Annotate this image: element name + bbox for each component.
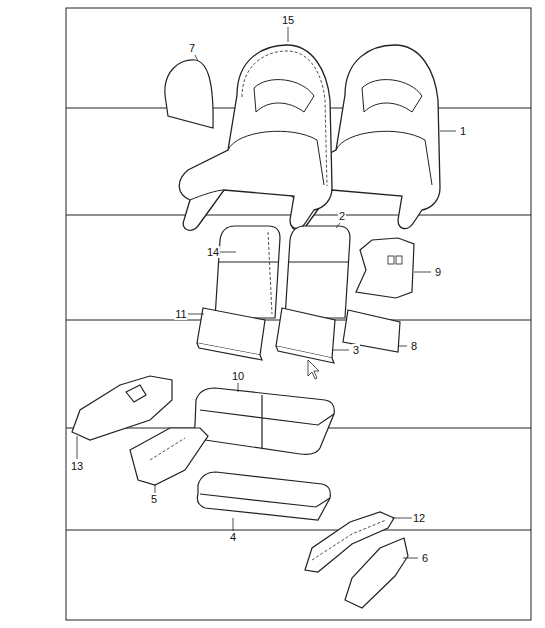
callout-number: 4 xyxy=(229,531,237,543)
leader-lines xyxy=(77,27,456,558)
cursor-arrow xyxy=(308,360,319,379)
headrest-pad xyxy=(165,60,213,128)
callout-number: 3 xyxy=(352,344,360,356)
callout-number: 6 xyxy=(421,552,429,564)
frame xyxy=(66,8,531,620)
callout-number: 7 xyxy=(188,42,196,54)
callout-number: 13 xyxy=(70,460,84,472)
callout-number: 11 xyxy=(174,308,187,320)
callout-number: 15 xyxy=(281,14,295,26)
callout-number: 8 xyxy=(410,340,418,352)
callout-number: 10 xyxy=(231,370,245,382)
callout-number: 9 xyxy=(434,266,442,278)
callout-number: 12 xyxy=(412,512,426,524)
callout-number: 2 xyxy=(338,210,346,222)
callout-number: 5 xyxy=(150,493,158,505)
callout-number: 1 xyxy=(459,125,467,137)
callout-number: 14 xyxy=(206,246,220,258)
